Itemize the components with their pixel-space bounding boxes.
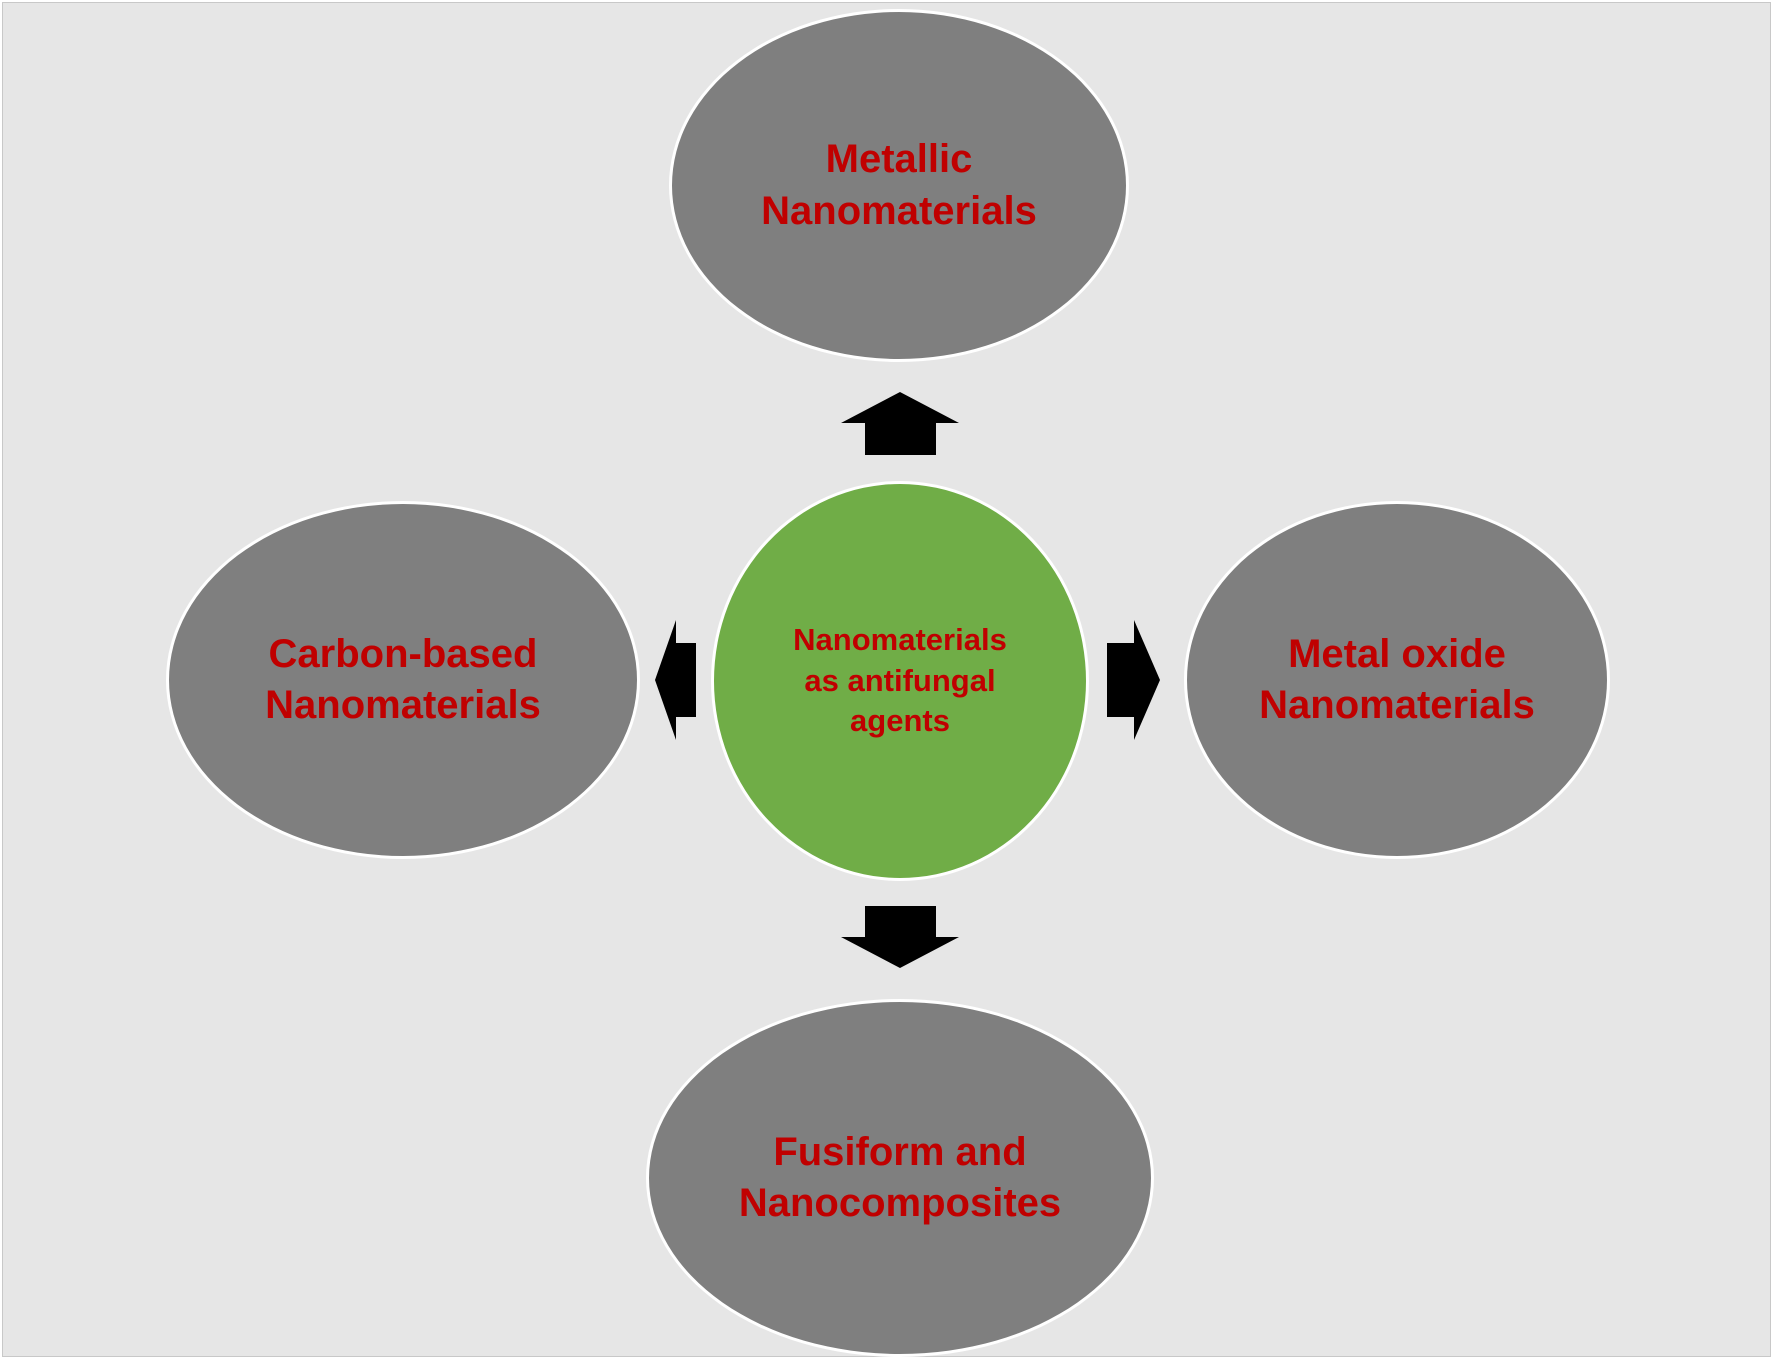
node-label-center: Nanomaterials as antifungal agents — [793, 621, 1007, 739]
arrow-up-icon — [841, 392, 959, 455]
node-label-carbon-based: Carbon-based Nanomaterials — [265, 631, 541, 727]
arrow-down-icon — [841, 906, 959, 968]
node-metallic-nanomaterials: Metallic Nanomaterials — [669, 9, 1129, 362]
node-metal-oxide-nanomaterials: Metal oxide Nanomaterials — [1184, 501, 1610, 859]
arrow-right-icon — [1107, 620, 1160, 740]
node-label-metallic: Metallic Nanomaterials — [761, 137, 1037, 233]
node-carbon-based-nanomaterials: Carbon-based Nanomaterials — [166, 501, 640, 859]
node-center-antifungal-agents: Nanomaterials as antifungal agents — [711, 481, 1089, 881]
arrows-layer — [655, 392, 1160, 968]
node-label-metal-oxide: Metal oxide Nanomaterials — [1259, 631, 1535, 727]
arrow-left-icon — [655, 620, 696, 740]
node-fusiform-nanocomposites: Fusiform and Nanocomposites — [646, 999, 1154, 1357]
node-label-fusiform: Fusiform and Nanocomposites — [738, 1129, 1062, 1225]
